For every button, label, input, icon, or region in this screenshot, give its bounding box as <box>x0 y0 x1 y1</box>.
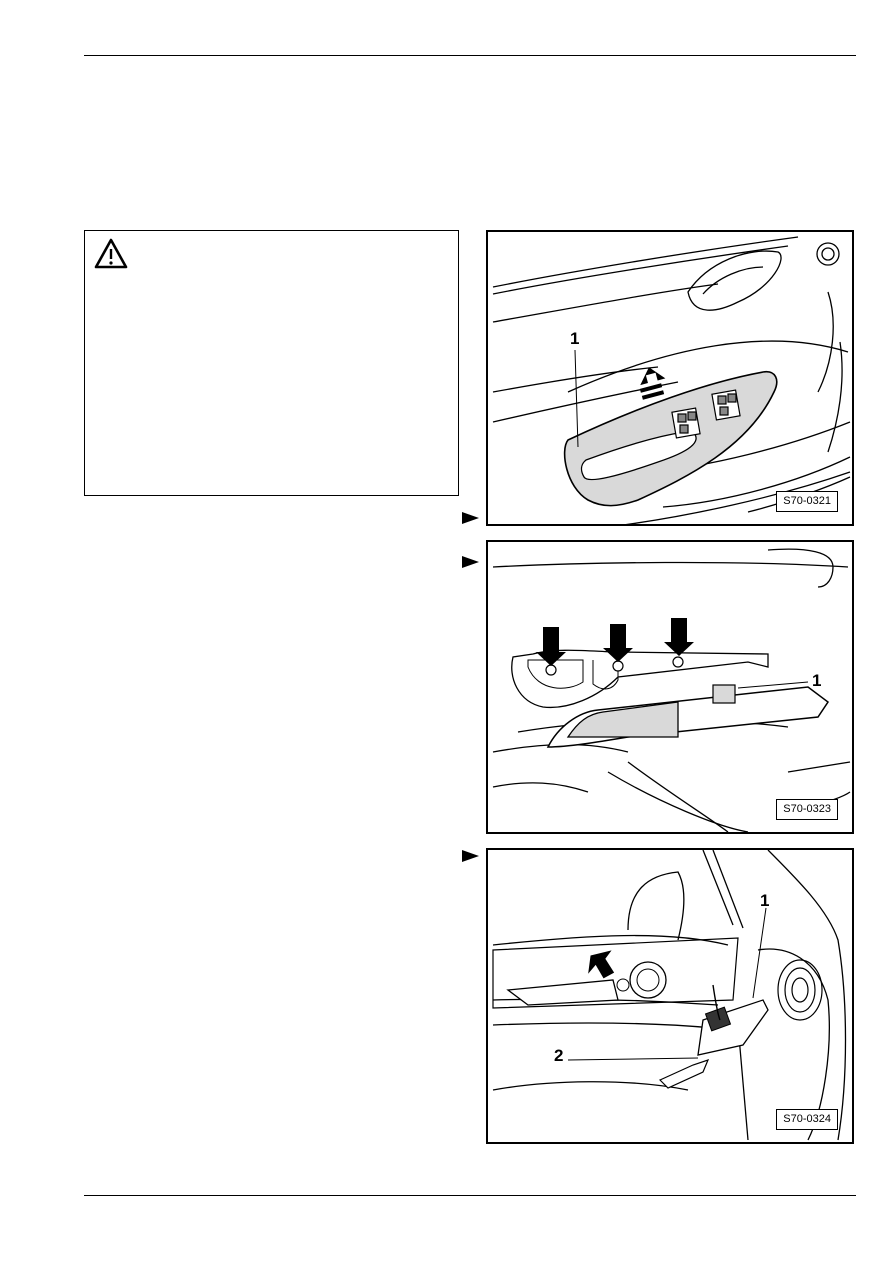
callout-1: 1 <box>570 329 580 348</box>
pointer-arrow-icon <box>462 556 479 568</box>
footer-rule <box>84 1195 856 1196</box>
figure-label: S70-0324 <box>776 1109 838 1130</box>
callout-1: 1 <box>812 671 822 690</box>
callout-2: 2 <box>554 1046 564 1065</box>
warning-triangle-icon <box>94 238 128 269</box>
callout-1: 1 <box>760 891 770 910</box>
connector-unplug-illustration <box>492 850 847 1141</box>
figure-window-switch-panel: 1 S70-0321 <box>486 230 854 526</box>
figure-label: S70-0323 <box>776 799 838 820</box>
figure-label: S70-0321 <box>776 491 838 512</box>
figure-screws-removal: 1 S70-0323 <box>486 540 854 834</box>
door-trim-illustration <box>492 236 851 524</box>
pointer-arrow-icon <box>462 512 479 524</box>
figure-connector-unplug: 1 2 S70-0324 <box>486 848 854 1144</box>
pointer-arrow-icon <box>462 850 479 862</box>
warning-box <box>84 230 459 496</box>
header-rule <box>84 55 856 56</box>
panel-screws-illustration <box>492 548 851 832</box>
